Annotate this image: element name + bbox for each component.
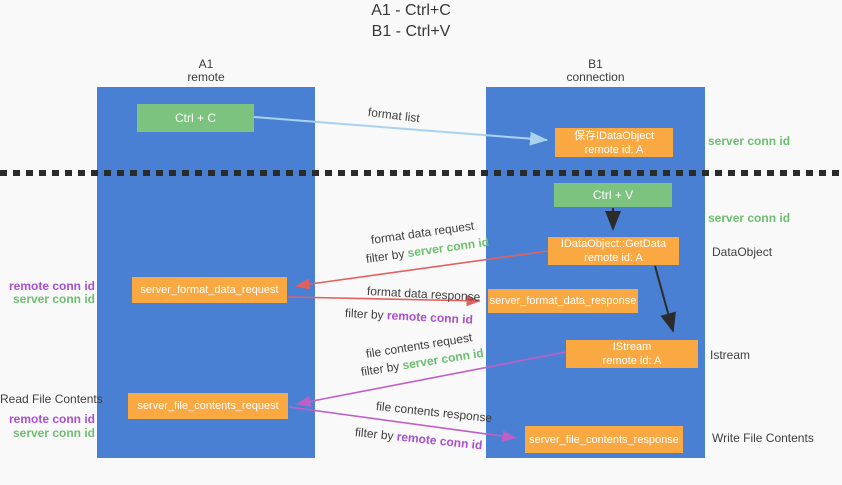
label-file-contents-response: file contents response: [375, 399, 493, 426]
phase-separator-dotted-line: [0, 170, 842, 176]
node-istream-line1: IStream: [612, 341, 652, 353]
column-b1-name: B1: [588, 57, 603, 71]
node-ctrl-c-label: Ctrl + C: [174, 111, 216, 125]
node-getdata-line1: IDataObject::GetData: [560, 238, 667, 250]
title-line-1: A1 - Ctrl+C: [371, 2, 451, 19]
column-a1-role: remote: [187, 70, 225, 84]
column-header-a1: A1 remote: [97, 58, 315, 84]
node-istream-line2: remote id: A: [602, 355, 662, 367]
label-write-file-contents: Write File Contents: [712, 431, 814, 445]
title-line-2: B1 - Ctrl+V: [371, 23, 451, 40]
label-remote-conn-id-left-2: remote conn id: [8, 412, 95, 426]
filter-by-text: filter by: [365, 246, 409, 266]
node-idataobject-getdata: IDataObject::GetData remote id: A: [548, 237, 679, 265]
label-server-conn-id-right-1: server conn id: [708, 134, 791, 148]
node-server-file-contents-response: server_file_contents_response: [525, 426, 683, 453]
column-a1-name: A1: [198, 57, 214, 71]
node-server-format-data-request: server_format_data_request: [132, 277, 287, 303]
node-server-format-data-response: server_format_data_response: [488, 289, 638, 313]
node-save-idataobject-line1: 保存IDataObject: [573, 129, 655, 142]
node-ctrl-c: Ctrl + C: [137, 104, 254, 132]
node-format-response-label: server_format_data_response: [489, 295, 637, 307]
label-filter-by-remote-conn-id-1: filter by remote conn id: [345, 306, 474, 327]
node-ctrl-v: Ctrl + V: [554, 183, 672, 207]
label-istream: Istream: [710, 348, 751, 362]
label-dataobject: DataObject: [712, 245, 773, 259]
filter-by-text: filter by: [344, 306, 388, 323]
label-format-list: format list: [367, 105, 421, 126]
node-file-response-label: server_file_contents_response: [529, 433, 679, 446]
node-save-idataobject-line2: remote id: A: [584, 143, 644, 156]
remote-conn-id-text: remote conn id: [396, 429, 484, 453]
filter-by-text: filter by: [359, 358, 404, 379]
label-server-conn-id-right-2: server conn id: [708, 211, 791, 225]
node-file-request-label: server_file_contents_request: [137, 400, 279, 412]
filter-by-text: filter by: [354, 425, 398, 444]
label-server-conn-id-left-2: server conn id: [12, 426, 95, 440]
label-remote-conn-id-left-1: remote conn id: [8, 279, 95, 293]
column-b1-role: connection: [566, 70, 625, 84]
column-header-b1: B1 connection: [486, 58, 705, 84]
label-server-conn-id-left-1: server conn id: [12, 292, 95, 306]
label-format-data-response: format data response: [366, 284, 481, 304]
node-format-request-label: server_format_data_request: [140, 284, 279, 296]
label-read-file-contents: Read File Contents: [0, 392, 103, 406]
diagram-title: A1 - Ctrl+C B1 - Ctrl+V: [0, 0, 822, 42]
label-filter-by-remote-conn-id-2: filter by remote conn id: [354, 425, 483, 452]
node-istream: IStream remote id: A: [566, 340, 698, 368]
remote-conn-id-text: remote conn id: [386, 308, 474, 327]
node-save-idataobject: 保存IDataObject remote id: A: [555, 128, 673, 157]
node-server-file-contents-request: server_file_contents_request: [128, 393, 288, 419]
node-getdata-line2: remote id: A: [584, 252, 643, 264]
node-ctrl-v-label: Ctrl + V: [592, 188, 634, 202]
